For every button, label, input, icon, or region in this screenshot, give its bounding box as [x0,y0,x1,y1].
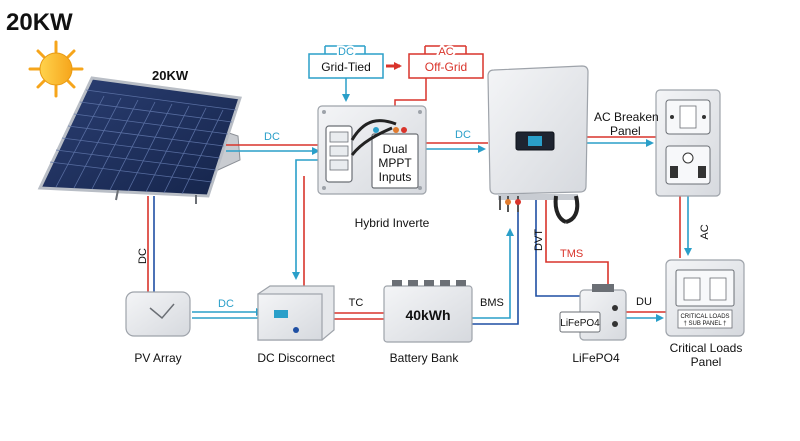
lifepo4-label: LiFePO4 [572,351,620,365]
critical-loads-label-1: Critical Loads [670,341,743,355]
battery-bank-label: Battery Bank [390,351,460,365]
dc-mode-label: DC [338,46,354,58]
wire-label-array-disconnect: DC [218,298,234,310]
wire-label-disconnect-battery: TC [349,297,364,309]
mppt-line-1: Dual [383,142,408,156]
wire-label-panel-hybrid: DC [264,131,280,143]
wire-label-hybrid-inverter: DC [455,129,471,141]
wire-label-breaker-loads: AC [699,224,711,239]
wire-label-inverter-down: DVT [533,229,545,251]
wire-label-tms: TMS [560,248,583,260]
dc-disconnect-box [257,285,335,341]
solar-panel [37,76,242,204]
sun-icon [28,40,84,98]
inverter-unit [487,65,589,224]
critical-loads-panel [665,259,745,337]
lifepo4-unit [559,284,627,341]
panel-label: 20KW [152,68,189,83]
mppt-line-2: MPPT [378,156,412,170]
ac-breaker-panel [655,89,721,197]
ac-mode-label: AC [438,46,453,58]
grid-tied-label: Grid-Tied [321,60,371,74]
mppt-line-3: Inputs [379,170,412,184]
sub-panel-line-2: † SUB PANEL † [683,321,726,327]
dc-disconnect-label: DC Discornect [257,351,335,365]
battery-bank [383,280,473,343]
battery-capacity: 40kWh [405,307,450,323]
critical-loads-label-2: Panel [691,355,722,369]
wire-label-battery-inverter: BMS [480,297,504,309]
lifepo4-badge: LiFePO4 [560,318,600,329]
off-grid-box [408,45,484,79]
ac-breaker-label-2: Panel [610,124,641,138]
page-title: 20KW [6,9,73,36]
ac-breaker-label-1: AC Breaken [594,110,659,124]
wire-label-lifepo4-loads: DU [636,296,652,308]
sub-panel-line-1: CRITICAL LOADS [680,314,729,320]
hybrid-inverter [317,105,427,195]
hybrid-inverter-label: Hybrid Inverte [355,216,430,230]
off-grid-label: Off-Grid [425,60,467,74]
pv-array-label: PV Array [134,351,181,365]
pv-array-box [125,291,191,337]
wire-label-panel-down: DC [137,248,149,264]
